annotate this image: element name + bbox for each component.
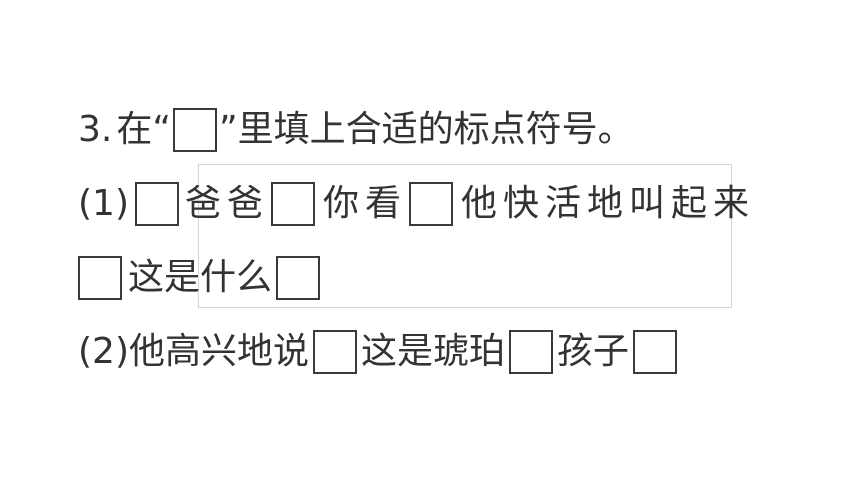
item1-seg4: 这是什么 [128, 257, 273, 298]
question-prompt-after: ”里填上合适的标点符号。 [219, 109, 634, 150]
item1-blank-5[interactable] [276, 256, 321, 300]
item2-blank-3[interactable] [633, 330, 678, 374]
item1-seg2: 你看 [323, 183, 408, 224]
question-number: 3. [78, 109, 113, 150]
item1-line1: (1) 爸爸 你看 他快活地叫起来 [78, 178, 755, 230]
item1-blank-1[interactable] [135, 182, 179, 226]
item1-line2: 这是什么 [78, 252, 321, 304]
item1-seg3: 他快活地叫起来 [461, 183, 756, 224]
item1-blank-2[interactable] [271, 182, 316, 226]
item2-seg3: 孩子 [557, 331, 630, 372]
item1-blank-3[interactable] [409, 182, 454, 226]
item2-line: (2) 他高兴地说 这是琥珀 孩子 [78, 326, 678, 378]
item2-label: (2) [78, 331, 129, 372]
item1-blank-4[interactable] [78, 256, 122, 300]
question-heading: 3. 在“ ”里填上合适的标点符号。 [78, 104, 634, 156]
question-prompt-before: 在“ [116, 109, 172, 150]
item2-seg2: 这是琥珀 [361, 331, 506, 372]
example-answer-box [173, 108, 218, 152]
item2-blank-2[interactable] [509, 330, 554, 374]
item2-seg1: 他高兴地说 [129, 331, 310, 372]
item2-blank-1[interactable] [313, 330, 358, 374]
item1-seg1: 爸爸 [185, 183, 270, 224]
item1-label: (1) [78, 183, 129, 224]
